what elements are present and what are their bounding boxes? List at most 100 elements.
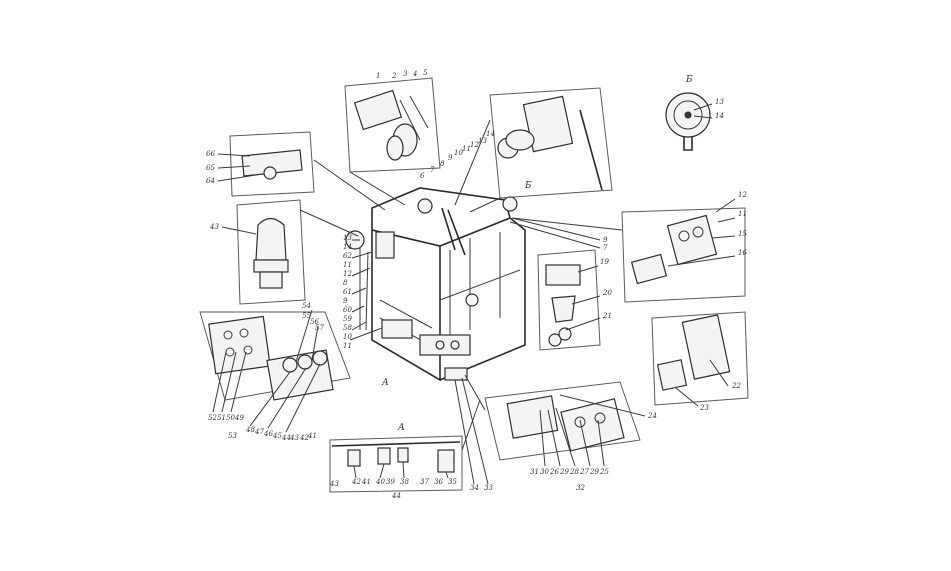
label-19: 19 bbox=[600, 258, 609, 266]
switch-block-part bbox=[381, 319, 413, 339]
label-25: 25 bbox=[599, 468, 609, 476]
label-50: 50 bbox=[226, 414, 235, 422]
detail-box-beacon-43 bbox=[236, 199, 359, 305]
label-9-right: 9 bbox=[603, 236, 608, 244]
label-29-a: 29 bbox=[559, 468, 569, 476]
detail-box-harness-a bbox=[329, 399, 481, 493]
label-35: 35 bbox=[448, 478, 457, 486]
label-62: 62 bbox=[343, 252, 352, 260]
label-43: 43 bbox=[209, 223, 219, 231]
wiper-part bbox=[441, 207, 466, 256]
label-38: 38 bbox=[400, 478, 409, 486]
label-51: 51 bbox=[217, 414, 226, 422]
label-16: 16 bbox=[738, 249, 747, 257]
label-66: 66 bbox=[206, 150, 215, 158]
label-14-left: 14 bbox=[343, 243, 352, 251]
label-6: 6 bbox=[420, 172, 425, 180]
label-55: 55 bbox=[302, 312, 311, 320]
label-41: 41 bbox=[361, 478, 371, 486]
lamp-b-part bbox=[502, 196, 518, 212]
label-10: 10 bbox=[454, 149, 463, 157]
callout-labels: Б Б А А 1 2 3 4 5 6 7 8 9 10 11 12 13 14… bbox=[206, 69, 747, 500]
label-48: 48 bbox=[245, 426, 255, 434]
label-a-harness: А bbox=[397, 423, 405, 433]
label-26: 26 bbox=[549, 468, 559, 476]
label-4: 4 bbox=[412, 70, 417, 78]
label-13-lamp: 13 bbox=[715, 98, 724, 106]
label-2: 2 bbox=[391, 72, 397, 80]
label-21: 21 bbox=[602, 312, 612, 320]
label-27: 27 bbox=[579, 468, 589, 476]
label-52: 52 bbox=[208, 414, 217, 422]
label-10-left: 10 bbox=[343, 333, 352, 341]
horn-part bbox=[375, 231, 395, 259]
label-24: 24 bbox=[647, 412, 657, 420]
label-28: 28 bbox=[569, 468, 579, 476]
detail-box-lamp-b bbox=[665, 92, 711, 151]
label-11: 11 bbox=[462, 145, 471, 153]
label-44: 44 bbox=[391, 492, 401, 500]
label-34: 34 bbox=[470, 484, 479, 492]
label-12: 12 bbox=[470, 141, 479, 149]
label-36: 36 bbox=[434, 478, 443, 486]
label-23: 23 bbox=[699, 404, 709, 412]
label-49: 49 bbox=[234, 414, 244, 422]
label-13: 13 bbox=[478, 137, 487, 145]
label-9: 9 bbox=[448, 154, 453, 162]
label-31: 31 bbox=[530, 468, 539, 476]
label-33: 33 bbox=[484, 484, 493, 492]
label-54: 54 bbox=[302, 302, 311, 310]
label-64: 64 bbox=[206, 177, 215, 185]
connector-part bbox=[444, 367, 468, 381]
label-43-panel: 43 bbox=[289, 434, 299, 442]
label-47: 47 bbox=[254, 428, 264, 436]
label-45: 45 bbox=[272, 432, 282, 440]
label-37: 37 bbox=[420, 478, 429, 486]
leader-lines bbox=[212, 103, 736, 485]
label-59: 59 bbox=[343, 315, 352, 323]
label-13-left: 13 bbox=[343, 234, 352, 242]
label-11-rear: 11 bbox=[738, 210, 747, 218]
detail-box-fuse-block bbox=[464, 374, 641, 461]
label-46: 46 bbox=[263, 430, 273, 438]
label-b-main: Б bbox=[524, 181, 532, 191]
detail-box-switch-19 bbox=[537, 249, 601, 351]
label-1: 1 bbox=[376, 72, 380, 80]
label-43-harness: 43 bbox=[329, 480, 339, 488]
detail-box-wiper-motor bbox=[454, 87, 613, 213]
label-53: 53 bbox=[228, 432, 237, 440]
label-11-left-b: 11 bbox=[343, 342, 352, 350]
label-42: 42 bbox=[351, 478, 361, 486]
detail-box-rear-lamp bbox=[511, 207, 746, 303]
label-20: 20 bbox=[602, 289, 612, 297]
label-5: 5 bbox=[423, 69, 428, 77]
cab-body bbox=[345, 187, 562, 382]
label-30: 30 bbox=[540, 468, 549, 476]
label-7-right: 7 bbox=[603, 244, 608, 252]
label-12-rear: 12 bbox=[738, 191, 747, 199]
label-3: 3 bbox=[403, 70, 408, 78]
beacon-lamp-part bbox=[255, 217, 287, 261]
label-40: 40 bbox=[375, 478, 385, 486]
label-41-panel: 41 bbox=[307, 432, 317, 440]
detail-box-switch-66 bbox=[229, 131, 386, 211]
label-39: 39 bbox=[386, 478, 395, 486]
label-14: 14 bbox=[486, 130, 495, 138]
label-56: 56 bbox=[310, 318, 319, 326]
detail-box-wiper-assembly bbox=[344, 77, 441, 206]
label-15: 15 bbox=[738, 230, 747, 238]
console-part bbox=[419, 334, 471, 356]
label-8-left: 8 bbox=[343, 279, 348, 287]
label-8: 8 bbox=[440, 160, 445, 168]
label-65: 65 bbox=[206, 164, 215, 172]
label-58: 58 bbox=[343, 324, 352, 332]
label-14-lamp: 14 bbox=[715, 112, 724, 120]
label-9-left: 9 bbox=[343, 297, 348, 305]
label-57: 57 bbox=[315, 324, 324, 332]
label-32: 32 bbox=[576, 484, 585, 492]
label-11-left: 11 bbox=[343, 261, 352, 269]
label-44-panel: 44 bbox=[281, 434, 291, 442]
label-22: 22 bbox=[731, 382, 741, 390]
label-b-top: Б bbox=[685, 75, 693, 85]
